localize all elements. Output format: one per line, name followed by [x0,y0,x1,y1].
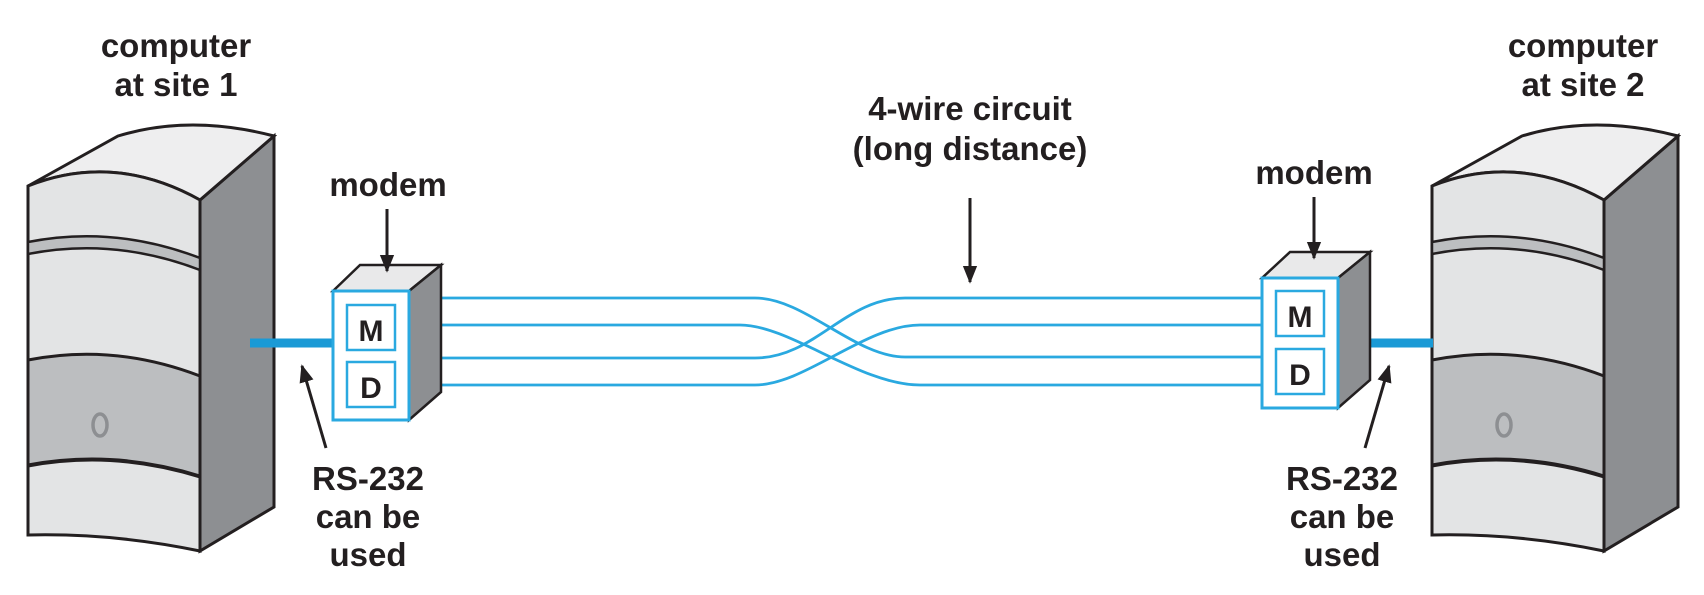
computer-site-2 [1430,123,1682,554]
four-wire-circuit [411,296,1262,387]
modem-1-upper-key: M [359,315,384,348]
computer-1-label-line2: at site 1 [115,66,238,103]
rs232-left-line2: can be [316,498,421,535]
rs232-right-line1: RS-232 [1286,460,1398,497]
rs232-right-line2: can be [1290,498,1395,535]
computer-1-label-line1: computer [101,27,252,64]
modem-site-2 [1258,249,1374,411]
computer-2-label-line1: computer [1508,27,1659,64]
rs232-right-line3: used [1303,536,1380,573]
circuit-label-line2: (long distance) [853,130,1088,167]
rs232-left-arrow [299,364,328,449]
rs232-left-line1: RS-232 [312,460,424,497]
modem-2-lower-key: D [1289,359,1311,392]
modem-1-lower-key: D [360,372,382,405]
modem-1-label: modem [329,166,446,203]
circuit-label-line1: 4-wire circuit [868,90,1072,127]
modem-2-label: modem [1255,154,1372,191]
computer-site-1 [26,123,278,554]
modem-site-1 [329,262,445,423]
computer-2-label-line2: at site 2 [1522,66,1645,103]
rs232-left-line3: used [329,536,406,573]
rs232-right-arrow [1363,364,1392,449]
modem-2-upper-key: M [1288,301,1313,334]
